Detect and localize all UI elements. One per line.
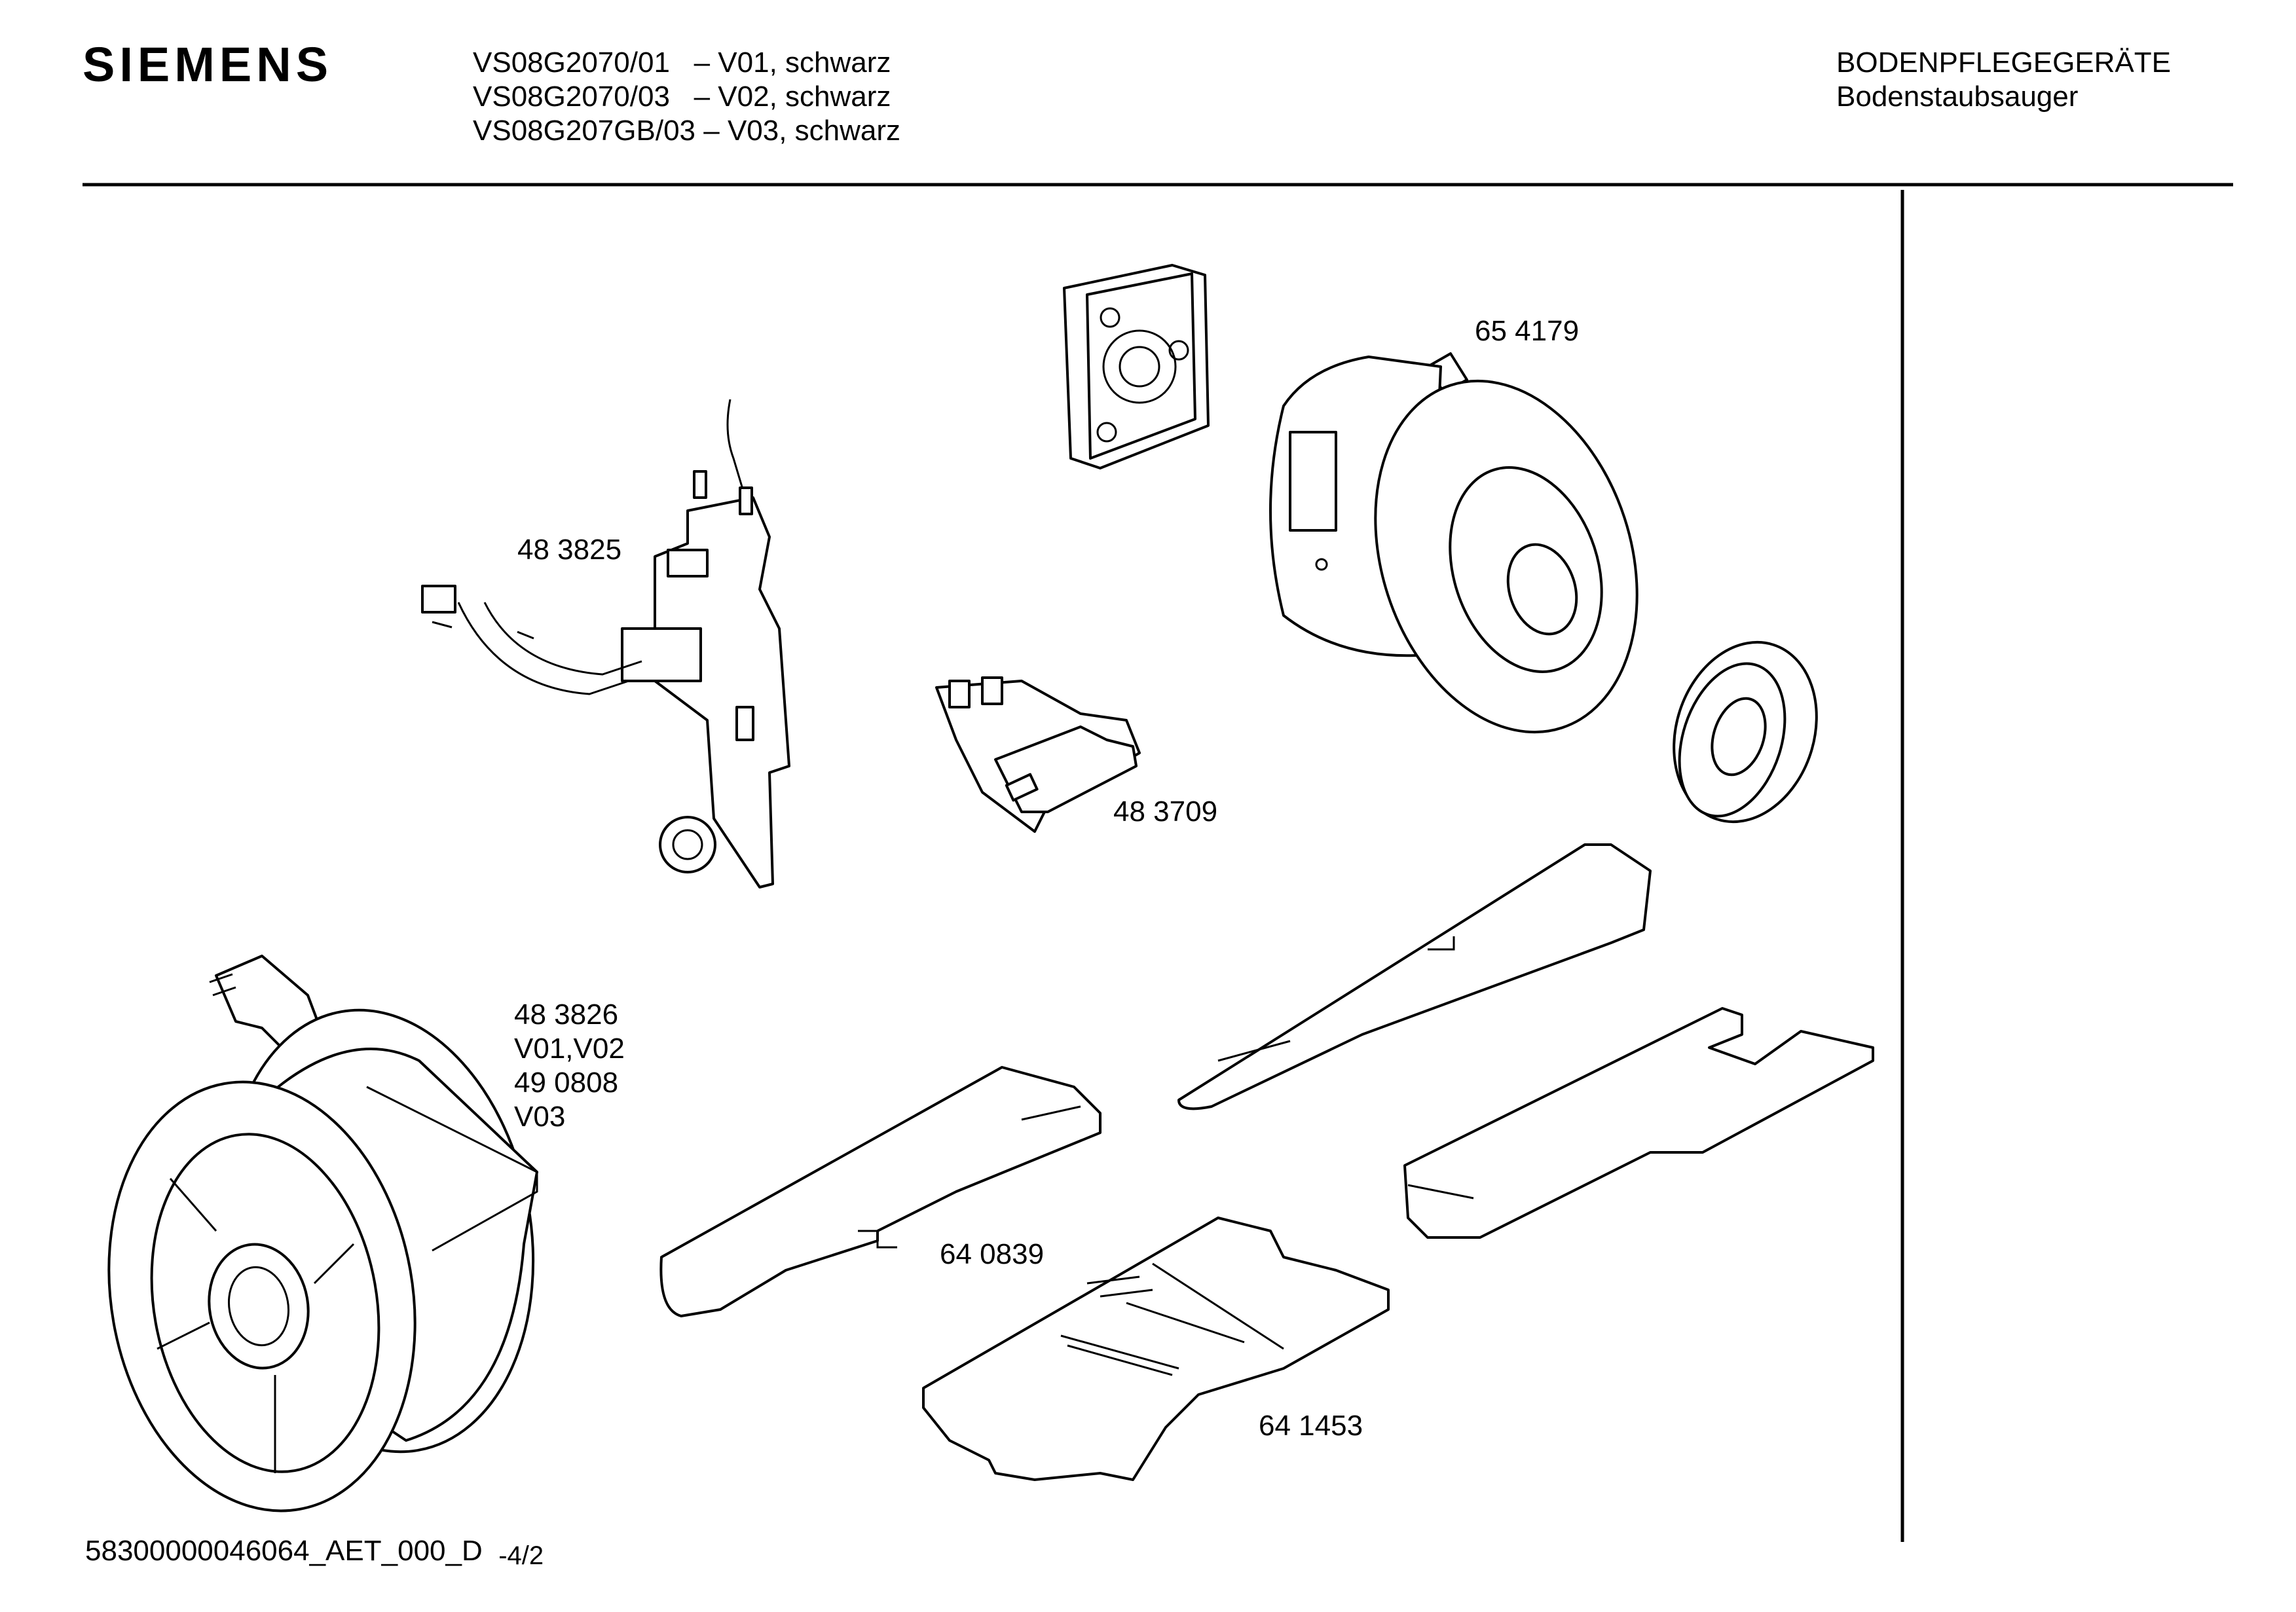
category-title: BODENPFLEGEGERÄTE [1836, 46, 2172, 79]
category-block: BODENPFLEGEGERÄTE Bodenstaubsauger [1836, 46, 2171, 114]
siemens-logo: SIEMENS [83, 37, 333, 92]
model-list: VS08G2070/01 – V01, schwarz VS08G2070/03… [473, 46, 900, 148]
document-id: 58300000046064_AET_000_D [85, 1535, 483, 1567]
cable-reel-part [107, 955, 538, 1512]
document-footer: 58300000046064_AET_000_D -4/2 [85, 1535, 544, 1570]
page-number: -4/2 [498, 1541, 544, 1570]
part-label-electronic: 48 3825 [517, 534, 622, 566]
filter-plate-top [1177, 843, 1652, 1110]
filter-plate-bottom [922, 1217, 1390, 1481]
part-number: 49 0808 [514, 1067, 619, 1099]
model-code: VS08G2070/01 [473, 46, 670, 79]
part-label-filter-bottom: 64 1453 [1259, 1410, 1363, 1442]
part-number: 48 3826 [514, 998, 619, 1031]
variant-note: V03 [514, 1101, 566, 1133]
motor-part [1269, 352, 1639, 734]
model-row: VS08G2070/01 – V01, schwarz [473, 46, 900, 80]
variant-note: V01,V02 [514, 1033, 625, 1065]
model-row: VS08G207GB/03 – V03, schwarz [473, 114, 900, 148]
ring-seal-part [1673, 640, 1818, 824]
holder-part [935, 676, 1141, 833]
model-variant: – V01, schwarz [694, 46, 891, 79]
part-label-holder: 48 3709 [1113, 796, 1218, 828]
part-label-motor: 65 4179 [1475, 315, 1580, 347]
model-variant: – V03, schwarz [703, 115, 901, 147]
filter-plate-left [659, 1066, 1102, 1317]
model-code: VS08G207GB/03 [473, 115, 696, 147]
electronic-board-part [421, 399, 790, 888]
model-variant: – V02, schwarz [694, 81, 891, 113]
model-code: VS08G2070/03 [473, 81, 670, 113]
model-row: VS08G2070/03 – V02, schwarz [473, 80, 900, 114]
filter-plate-right [1403, 1007, 1874, 1239]
category-subtitle: Bodenstaubsauger [1836, 81, 2079, 113]
part-label-filter-left: 64 0839 [940, 1238, 1045, 1270]
part-label-cable-reel: 48 3826 V01,V02 49 0808 V03 [514, 998, 625, 1134]
gasket-part [1063, 264, 1210, 469]
